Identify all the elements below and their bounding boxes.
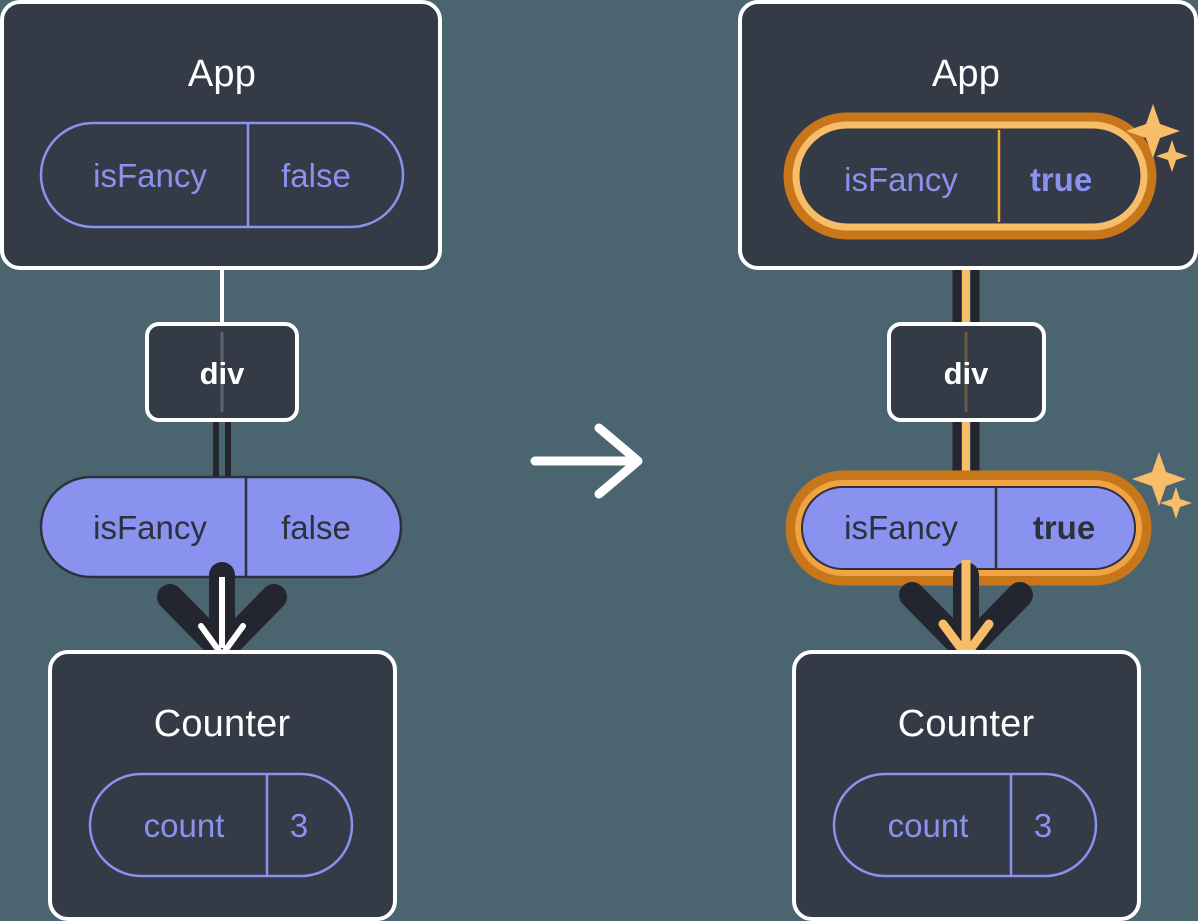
left-app-panel — [0, 0, 442, 270]
arrow-right-icon — [530, 423, 643, 499]
left-counter-state-pill[interactable] — [88, 772, 354, 878]
right-counter-title: Counter — [897, 703, 1035, 745]
sparkle-icon — [1126, 104, 1188, 172]
left-counter-title: Counter — [153, 703, 291, 745]
left-app-state-pill-outline — [39, 121, 405, 229]
sparkle-icon — [1132, 452, 1192, 519]
right-app-state-pill-ring-outer — [783, 112, 1157, 240]
right-app-state-pill[interactable] — [783, 104, 1188, 240]
right-counter-panel — [792, 650, 1141, 921]
left-app-state-pill[interactable] — [39, 121, 405, 229]
right-counter-state-pill[interactable] — [832, 772, 1098, 878]
right-div-label: div — [943, 356, 989, 391]
left-app-title: App — [187, 53, 257, 95]
left-counter-panel — [48, 650, 397, 921]
right-app-state-pill-ring-inner — [792, 121, 1148, 231]
right-app-title: App — [931, 53, 1001, 95]
left-div-label: div — [199, 356, 245, 391]
right-props-pill[interactable] — [785, 452, 1192, 586]
right-counter-state-pill-outline — [832, 772, 1098, 878]
left-counter-state-pill-outline — [88, 772, 354, 878]
